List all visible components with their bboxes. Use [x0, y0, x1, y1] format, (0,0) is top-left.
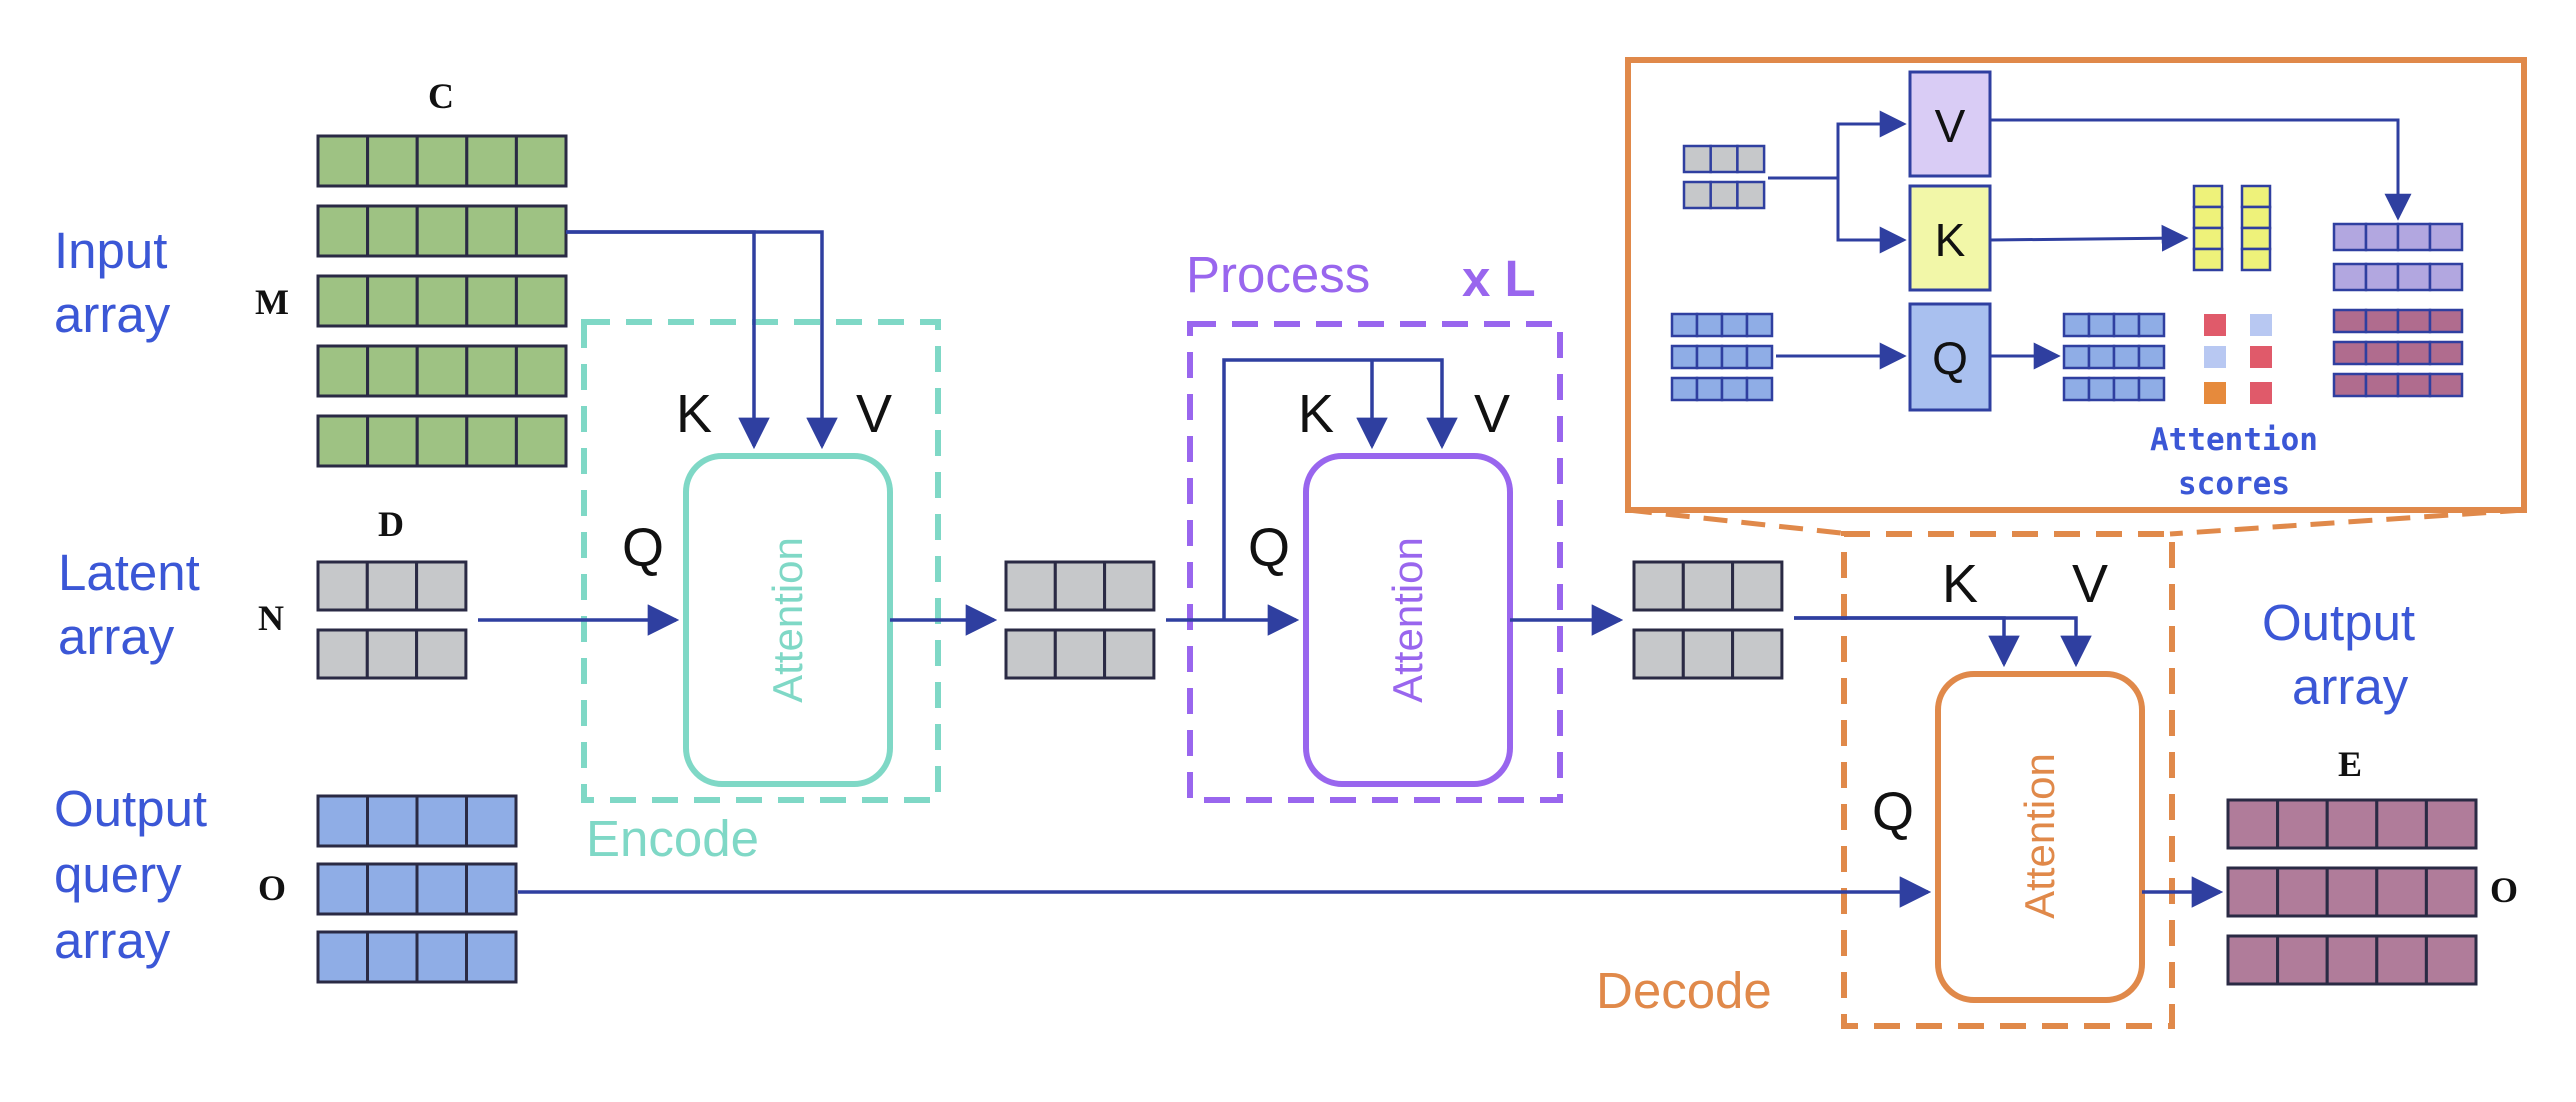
- input-array-grid: [316, 134, 568, 468]
- decode-v-label: V: [2072, 554, 2108, 614]
- encode-k-label: K: [676, 384, 712, 444]
- inset-arrows: [1768, 110, 2412, 370]
- dim-o-left-label: O: [258, 868, 286, 908]
- svg-text:Latent: Latent: [58, 544, 200, 601]
- inset-key-col-1: [2192, 184, 2224, 272]
- process-q-label: Q: [1248, 518, 1290, 578]
- attention-scores-label-1: Attention: [2150, 422, 2318, 458]
- process-dashed-box: [1187, 321, 1563, 803]
- decode-attention-label: Attention: [2016, 753, 2063, 919]
- inset-query-tokens: [1670, 312, 1774, 402]
- dim-d-label: D: [378, 504, 404, 544]
- output-query-array-label: Output query array: [54, 780, 207, 969]
- latent-array-label: Latent array: [58, 544, 200, 665]
- output-array-grid: [2226, 798, 2478, 986]
- svg-text:array: array: [54, 286, 171, 343]
- inset-q-box: [1908, 302, 1992, 412]
- latent-array-after-encode-grid: [1004, 560, 1156, 680]
- encode-label: Encode: [586, 810, 759, 867]
- dim-n-label: N: [258, 598, 284, 638]
- inset-k-box: [1908, 184, 1992, 292]
- encode-v-label: V: [856, 384, 892, 444]
- repeat-x-l-label: x L: [1462, 250, 1536, 307]
- arrows: [478, 230, 2224, 908]
- encode-dashed-box: [581, 319, 941, 803]
- svg-text:Output: Output: [2262, 594, 2415, 651]
- decode-attention-block: [1935, 671, 2145, 1003]
- svg-text:Output: Output: [54, 780, 207, 837]
- decode-dashed-box: [1841, 531, 2175, 1029]
- output-query-array-grid: [316, 794, 518, 984]
- dim-m-label: M: [255, 282, 289, 322]
- inset-query-projected: [2062, 312, 2166, 402]
- decode-q-label: Q: [1872, 782, 1914, 842]
- inset-output-rows: [2332, 308, 2464, 398]
- svg-text:array: array: [2292, 658, 2409, 715]
- encode-q-label: Q: [622, 518, 664, 578]
- encode-attention-label: Attention: [764, 537, 811, 703]
- svg-text:array: array: [54, 912, 171, 969]
- inset-value-rows: [2332, 222, 2464, 292]
- svg-text:query: query: [54, 846, 182, 903]
- decode-k-label: K: [1942, 554, 1978, 614]
- process-label: Process: [1186, 246, 1370, 303]
- inset-connector-right: [2169, 507, 2525, 537]
- latent-array-after-process-grid: [1632, 560, 1784, 680]
- decode-label: Decode: [1596, 962, 1772, 1019]
- process-k-label: K: [1298, 384, 1334, 444]
- inset-v-box: [1908, 70, 1992, 178]
- process-v-label: V: [1474, 384, 1510, 444]
- dim-c-label: C: [428, 76, 454, 116]
- attention-scores-label-2: scores: [2178, 466, 2290, 502]
- inset-grids: [1670, 144, 2464, 404]
- output-array-label: Output array: [2262, 594, 2415, 715]
- svg-text:array: array: [58, 608, 175, 665]
- array-grids: [316, 134, 2478, 986]
- process-attention-label: Attention: [1384, 537, 1431, 703]
- latent-array-grid: [316, 560, 468, 680]
- inset-k-label: K: [1935, 214, 1966, 266]
- inset-v-label: V: [1935, 100, 1966, 152]
- inset-input-tokens: [1682, 144, 1766, 210]
- inset-connector-left: [1627, 507, 1851, 537]
- attention-score-cells: [2204, 314, 2272, 404]
- dim-e-label: E: [2338, 744, 2362, 784]
- inset-q-label: Q: [1932, 332, 1968, 384]
- dim-o-right-label: O: [2490, 870, 2518, 910]
- svg-text:Input: Input: [54, 222, 167, 279]
- input-array-label: Input array: [54, 222, 171, 343]
- inset-key-col-2: [2240, 184, 2272, 272]
